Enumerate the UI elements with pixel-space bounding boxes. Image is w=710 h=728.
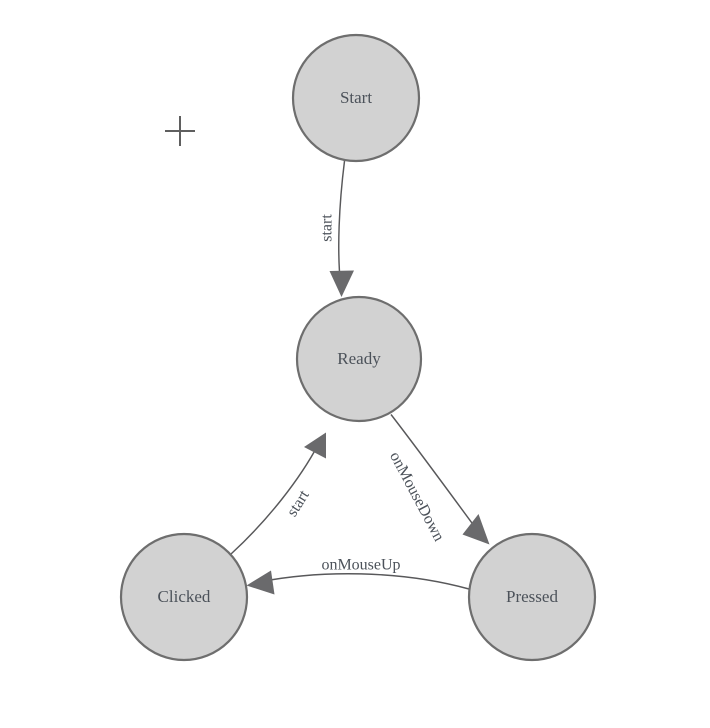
- node-ready-circle: [295, 295, 423, 423]
- node-pressed[interactable]: Pressed: [467, 532, 597, 662]
- edge-path-pressed-to-clicked: [258, 573, 470, 590]
- edge-path-start-to-ready: [338, 160, 346, 285]
- edge-label-start-to-ready: start: [319, 214, 336, 242]
- node-start[interactable]: Start: [291, 33, 421, 163]
- arrowhead-start-to-ready: [329, 270, 354, 297]
- edge-pressed-to-clicked[interactable]: onMouseUp: [246, 557, 470, 595]
- arrowhead-clicked-to-ready: [304, 432, 326, 459]
- edge-path-clicked-to-ready: [230, 443, 320, 555]
- nodes-layer: Start Ready Clicked Pressed: [119, 33, 597, 662]
- node-ready[interactable]: Ready: [295, 295, 423, 423]
- node-pressed-label: Pressed: [506, 587, 558, 606]
- edge-path-ready-to-pressed: [390, 414, 481, 535]
- arrowhead-pressed-to-clicked: [246, 570, 275, 595]
- edge-ready-to-pressed[interactable]: onMouseDown: [386, 414, 490, 545]
- node-ready-label: Ready: [337, 349, 381, 368]
- edge-label-pressed-to-clicked: onMouseUp: [321, 557, 400, 574]
- node-start-circle: [291, 33, 421, 163]
- node-clicked-label: Clicked: [158, 587, 211, 606]
- node-start-label: Start: [340, 88, 372, 107]
- arrowhead-ready-to-pressed: [462, 514, 490, 545]
- node-clicked-circle: [119, 532, 249, 662]
- crosshair-icon: [165, 116, 195, 146]
- edge-start-to-ready[interactable]: start: [319, 160, 354, 297]
- node-pressed-circle: [467, 532, 597, 662]
- edge-clicked-to-ready[interactable]: start: [230, 432, 326, 555]
- node-clicked[interactable]: Clicked: [119, 532, 249, 662]
- edge-label-ready-to-pressed: onMouseDown: [386, 449, 447, 544]
